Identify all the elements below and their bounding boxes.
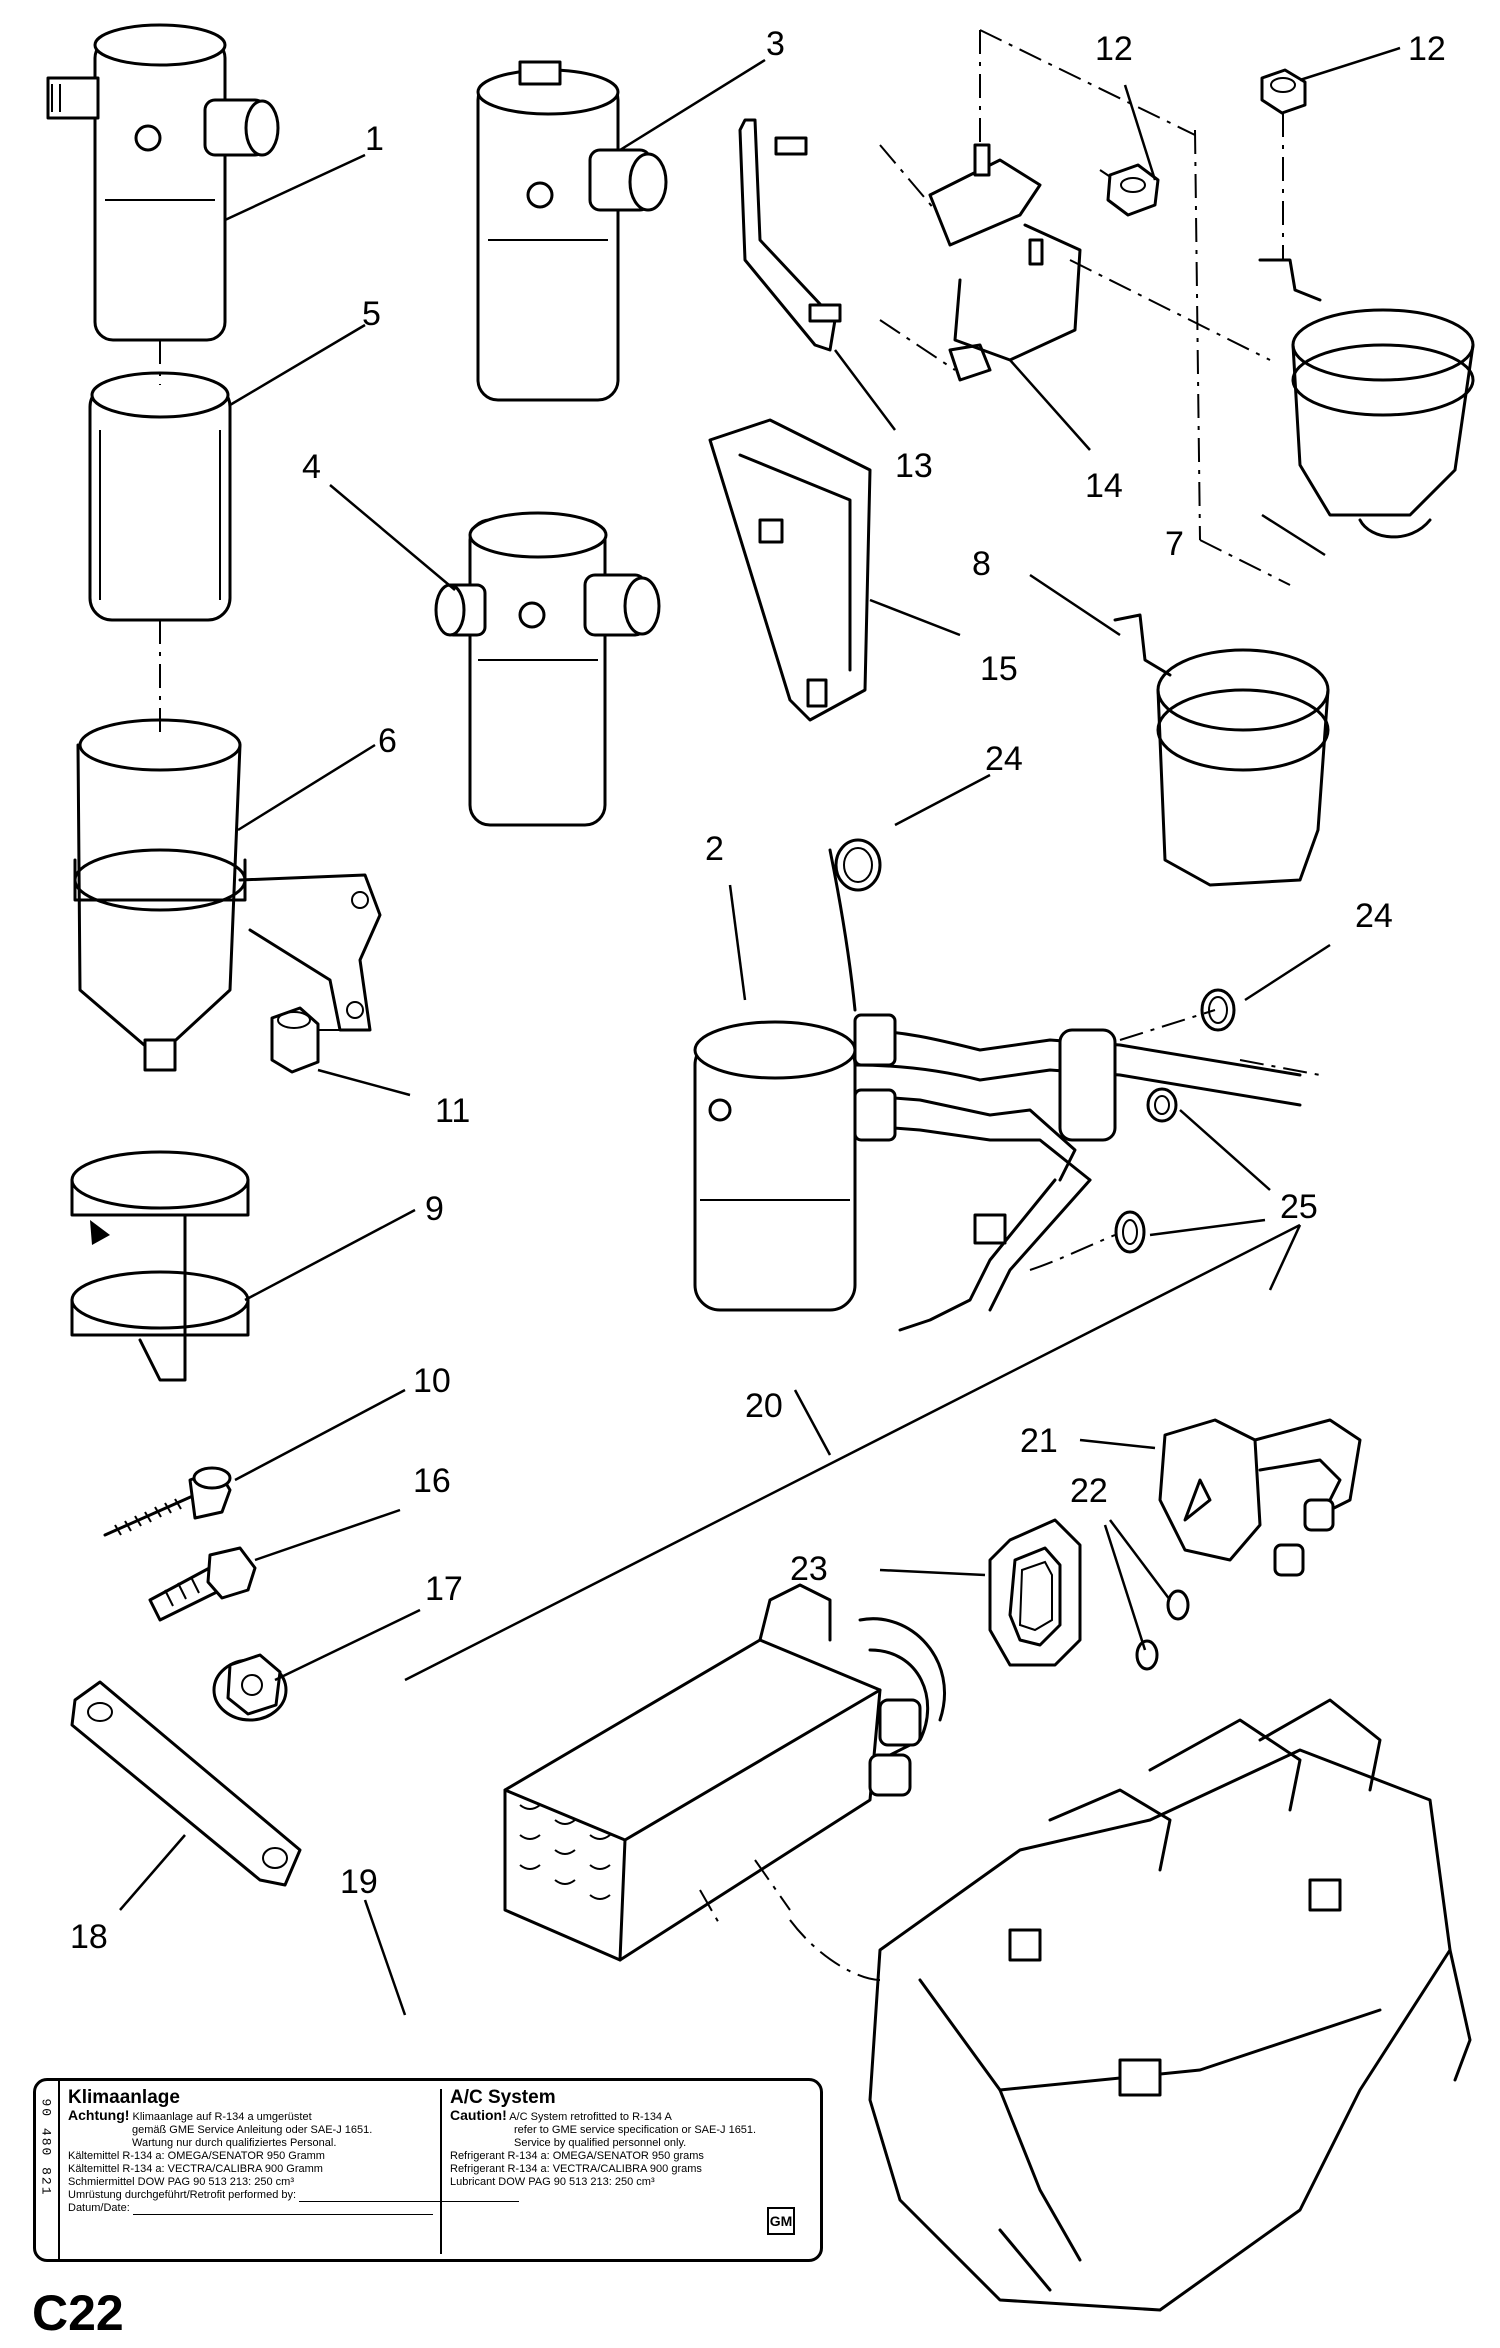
callout-12b: 12 xyxy=(1408,30,1446,68)
callout-23: 23 xyxy=(790,1550,828,1588)
callout-5: 5 xyxy=(362,295,381,333)
callout-24b: 24 xyxy=(1355,897,1393,935)
callout-1: 1 xyxy=(365,120,384,158)
part-25-o-ring-a xyxy=(1146,1087,1178,1123)
callout-20: 20 xyxy=(745,1387,783,1425)
callout-22: 22 xyxy=(1070,1472,1108,1510)
label-en-line5: Lubricant DOW PAG 90 513 213: 250 cm³ xyxy=(450,2176,655,2188)
label-de-line5: Schmiermittel DOW PAG 90 513 213: 250 cm… xyxy=(68,2176,294,2188)
label-retrofit-by: Umrüstung durchgeführt/Retrofit performe… xyxy=(68,2189,297,2201)
label-en-line3: Refrigerant R-134 a: OMEGA/SENATOR 950 g… xyxy=(450,2150,704,2162)
callout-3: 3 xyxy=(766,25,785,63)
part-12-nut-b xyxy=(1260,68,1307,260)
part-2-drier-with-pipes xyxy=(693,848,1302,1332)
label-de-line7: Datum/Date: xyxy=(68,2202,438,2215)
part-22-o-ring-b xyxy=(1135,1639,1159,1671)
part-8-clamp xyxy=(1113,613,1330,887)
part-15-bracket xyxy=(708,418,872,722)
label-en-warning: Caution! A/C System retrofitted to R-134… xyxy=(450,2107,820,2124)
ac-retrofit-label: 90 480 821 Klimaanlage Achtung! Klimaanl… xyxy=(33,2078,823,2262)
label-de-warning-text: Klimaanlage auf R-134 a umgerüstet xyxy=(132,2111,312,2123)
label-en-line4: Refrigerant R-134 a: VECTRA/CALIBRA 900 … xyxy=(450,2163,702,2175)
leader-lines xyxy=(119,46,1401,2016)
label-part-code: 90 480 821 xyxy=(38,2098,54,2197)
callout-2: 2 xyxy=(705,830,724,868)
callout-19: 19 xyxy=(340,1863,378,1901)
label-german-column: Klimaanlage Achtung! Klimaanlage auf R-1… xyxy=(68,2087,520,2215)
callout-25: 25 xyxy=(1280,1188,1318,1226)
part-21-expansion-valve xyxy=(1158,1418,1362,1577)
callout-21: 21 xyxy=(1020,1422,1058,1460)
callout-17: 17 xyxy=(425,1570,463,1608)
part-3-receiver-drier xyxy=(476,60,668,402)
label-en-warning-text: A/C System retrofitted to R-134 A xyxy=(509,2111,672,2123)
part-9-clamp xyxy=(70,1150,250,1382)
gm-logo: GM xyxy=(767,2207,795,2235)
callout-9: 9 xyxy=(425,1190,444,1228)
part-5-drier-cartridge xyxy=(88,371,232,622)
label-de-line1: gemäß GME Service Anleitung oder SAE-J 1… xyxy=(132,2124,373,2136)
part-24-o-ring-b xyxy=(1200,988,1236,1032)
callout-11: 11 xyxy=(435,1092,470,1130)
label-de-line2: Wartung nur durch qualifiziertes Persona… xyxy=(132,2137,337,2149)
label-divider xyxy=(440,2089,442,2254)
part-12-nut-a xyxy=(1106,163,1160,217)
label-de-title: Klimaanlage xyxy=(68,2087,180,2108)
part-1-receiver-drier xyxy=(46,23,280,342)
callout-12a: 12 xyxy=(1095,30,1133,68)
callout-10: 10 xyxy=(413,1362,451,1400)
label-date: Datum/Date: xyxy=(68,2202,130,2214)
part-13-bracket xyxy=(738,118,842,352)
callout-4: 4 xyxy=(302,448,321,486)
part-14-bracket xyxy=(928,143,1082,382)
label-de-warning-head: Achtung! xyxy=(68,2107,130,2123)
label-de-line6: Umrüstung durchgeführt/Retrofit performe… xyxy=(68,2189,520,2202)
part-4-receiver-drier xyxy=(434,511,661,827)
label-de-warning: Achtung! Klimaanlage auf R-134 a umgerüs… xyxy=(68,2107,438,2124)
callout-14: 14 xyxy=(1085,467,1123,505)
part-16-bolt xyxy=(148,1546,257,1622)
part-22-o-ring-a xyxy=(1166,1589,1190,1621)
callout-7: 7 xyxy=(1165,525,1184,563)
part-23-grommet xyxy=(988,1518,1082,1667)
part-11-nut xyxy=(270,1006,358,1074)
label-retrofit-by-field xyxy=(299,2201,520,2202)
callout-24a: 24 xyxy=(985,740,1023,778)
label-en-line2: Service by qualified personnel only. xyxy=(514,2137,687,2149)
label-part-code-strip: 90 480 821 xyxy=(36,2081,60,2259)
label-en-warning-head: Caution! xyxy=(450,2107,507,2123)
label-en-title: A/C System xyxy=(450,2087,556,2108)
part-25-o-ring-b xyxy=(1114,1210,1146,1254)
label-english-column: A/C System Caution! A/C System retrofitt… xyxy=(450,2087,820,2189)
part-17-flange-nut xyxy=(212,1653,288,1722)
part-6-clamp-bracket xyxy=(73,718,382,1072)
callout-18: 18 xyxy=(70,1918,108,1956)
part-7-clamp-bracket xyxy=(1258,258,1475,539)
label-de-line3: Kältemittel R-134 a: OMEGA/SENATOR 950 G… xyxy=(68,2150,325,2162)
callout-15: 15 xyxy=(980,650,1018,688)
part-24-o-ring-a xyxy=(834,838,882,892)
page-reference: C22 xyxy=(32,2285,124,2341)
callout-6: 6 xyxy=(378,722,397,760)
part-10-screw xyxy=(103,1466,232,1537)
label-date-field xyxy=(132,2214,433,2215)
part-18-strap xyxy=(70,1680,302,1887)
part-19-heater-housing xyxy=(868,1698,1472,2312)
callout-16: 16 xyxy=(413,1462,451,1500)
label-en-line1: refer to GME service specification or SA… xyxy=(514,2124,757,2136)
callout-8: 8 xyxy=(972,545,991,583)
callout-13: 13 xyxy=(895,447,933,485)
label-de-line4: Kältemittel R-134 a: VECTRA/CALIBRA 900 … xyxy=(68,2163,323,2175)
part-20-evaporator xyxy=(503,1583,946,1962)
